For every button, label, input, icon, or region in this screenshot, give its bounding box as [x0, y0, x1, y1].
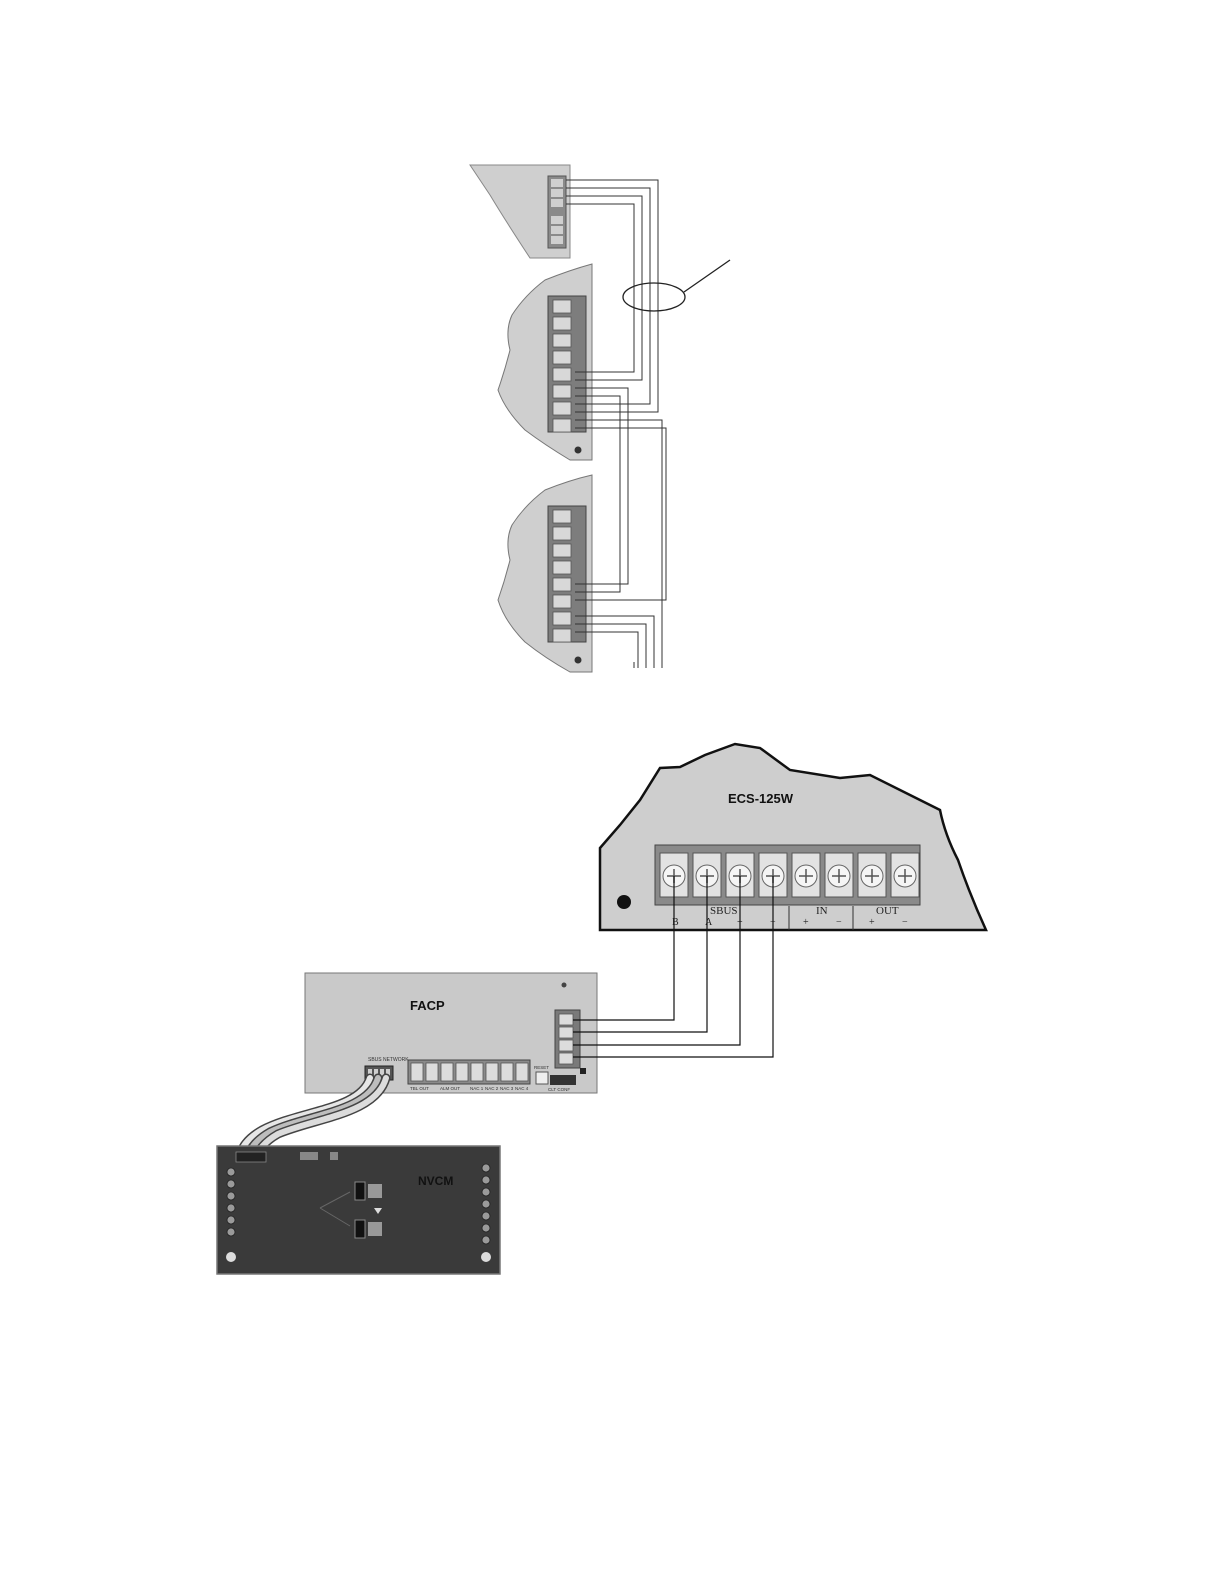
ecs-terminal-label-b: B [672, 917, 679, 928]
facp-label-nac-1: NAC 1 [470, 1086, 484, 1091]
facp-panel: FACP TBL OUT [305, 973, 597, 1093]
facp-title: FACP [410, 998, 445, 1013]
facp-label-reset: RESET [534, 1065, 549, 1070]
facp-label-alm-out: ALM OUT [440, 1086, 460, 1091]
facp-label-nac-3: NAC 3 [500, 1086, 514, 1091]
facp-label-tbl-out: TBL OUT [410, 1086, 429, 1091]
ecs-title: ECS-125W [728, 791, 794, 806]
ecs-mount-hole [617, 895, 631, 909]
nvcm-title: NVCM [418, 1174, 453, 1188]
cable-callout [623, 260, 730, 311]
ecs-terminal-label-plus-3: + [869, 917, 875, 928]
ecs-terminal-label-a: A [705, 917, 713, 928]
facp-label-nac-4: NAC 4 [515, 1086, 529, 1091]
upper-bottom-panel [498, 475, 592, 672]
ecs-in-label: IN [816, 905, 828, 917]
upper-figure [470, 165, 730, 672]
ecs-sbus-label: SBUS [710, 905, 738, 917]
upper-top-panel [470, 165, 570, 258]
facp-sbus-network-label: SBUS NETWORK [368, 1057, 409, 1063]
ecs-125w-panel: ECS-125W [600, 744, 986, 930]
ecs-terminal-label-minus-2: − [836, 917, 842, 928]
upper-middle-panel [498, 264, 592, 460]
facp-label-clt-conf: CLT CONF [548, 1087, 570, 1092]
ecs-terminal-label-minus-3: − [902, 917, 908, 928]
nvcm-panel: NVCM [217, 1146, 500, 1274]
lower-figure: ECS-125W [217, 744, 986, 1274]
facp-label-nac-2: NAC 2 [485, 1086, 499, 1091]
ecs-out-label: OUT [876, 905, 899, 917]
ecs-terminal-label-plus-2: + [803, 917, 809, 928]
